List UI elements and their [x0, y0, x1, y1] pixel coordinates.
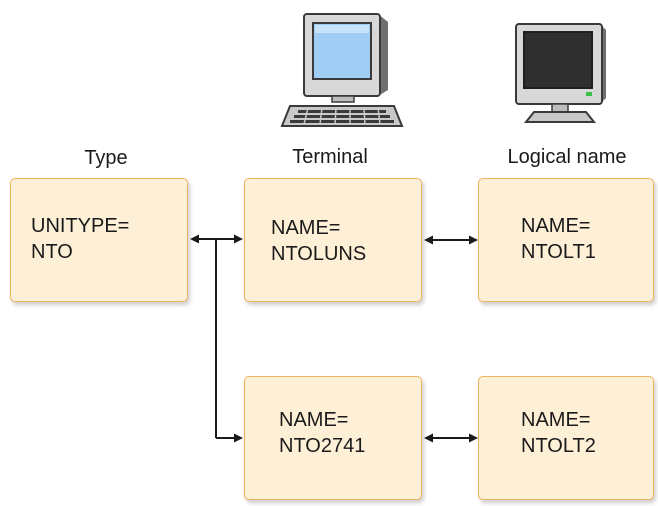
unitype-value: NTO	[31, 241, 73, 263]
arrowhead-terminal-1-right	[424, 235, 433, 245]
terminal-column-header: Terminal	[292, 146, 368, 168]
terminal-name-label: NAME=	[271, 217, 341, 239]
logical-name-node-ntolt2: NAME= NTOLT2	[478, 376, 654, 500]
logical-name-label: NAME=	[521, 215, 591, 237]
terminal-name-value: NTO2741	[279, 435, 366, 457]
arrowhead-logical-1	[469, 235, 478, 245]
logical-name-node-ntolt1: NAME= NTOLT1	[478, 178, 654, 302]
arrowhead-type	[190, 234, 199, 244]
terminal-node-ntoluns: NAME= NTOLUNS	[244, 178, 422, 302]
logical-name-value: NTOLT2	[521, 435, 596, 457]
terminal-name-label: NAME=	[279, 409, 349, 431]
logical-name-label: NAME=	[521, 409, 591, 431]
arrowhead-terminal-2	[234, 433, 243, 443]
logical-name-column-header: Logical name	[507, 146, 627, 168]
unitype-label: UNITYPE=	[31, 215, 130, 237]
type-column-header: Type	[84, 147, 128, 169]
arrowhead-logical-2	[469, 433, 478, 443]
terminal-computer-icon	[280, 13, 404, 127]
unitype-node: UNITYPE= NTO	[10, 178, 188, 302]
logical-name-value: NTOLT1	[521, 241, 596, 263]
terminal-node-nto2741: NAME= NTO2741	[244, 376, 422, 500]
arrowhead-terminal-1	[234, 234, 243, 244]
arrowhead-terminal-2-right	[424, 433, 433, 443]
terminal-name-value: NTOLUNS	[271, 243, 367, 265]
terminal-monitor-icon	[515, 23, 606, 123]
